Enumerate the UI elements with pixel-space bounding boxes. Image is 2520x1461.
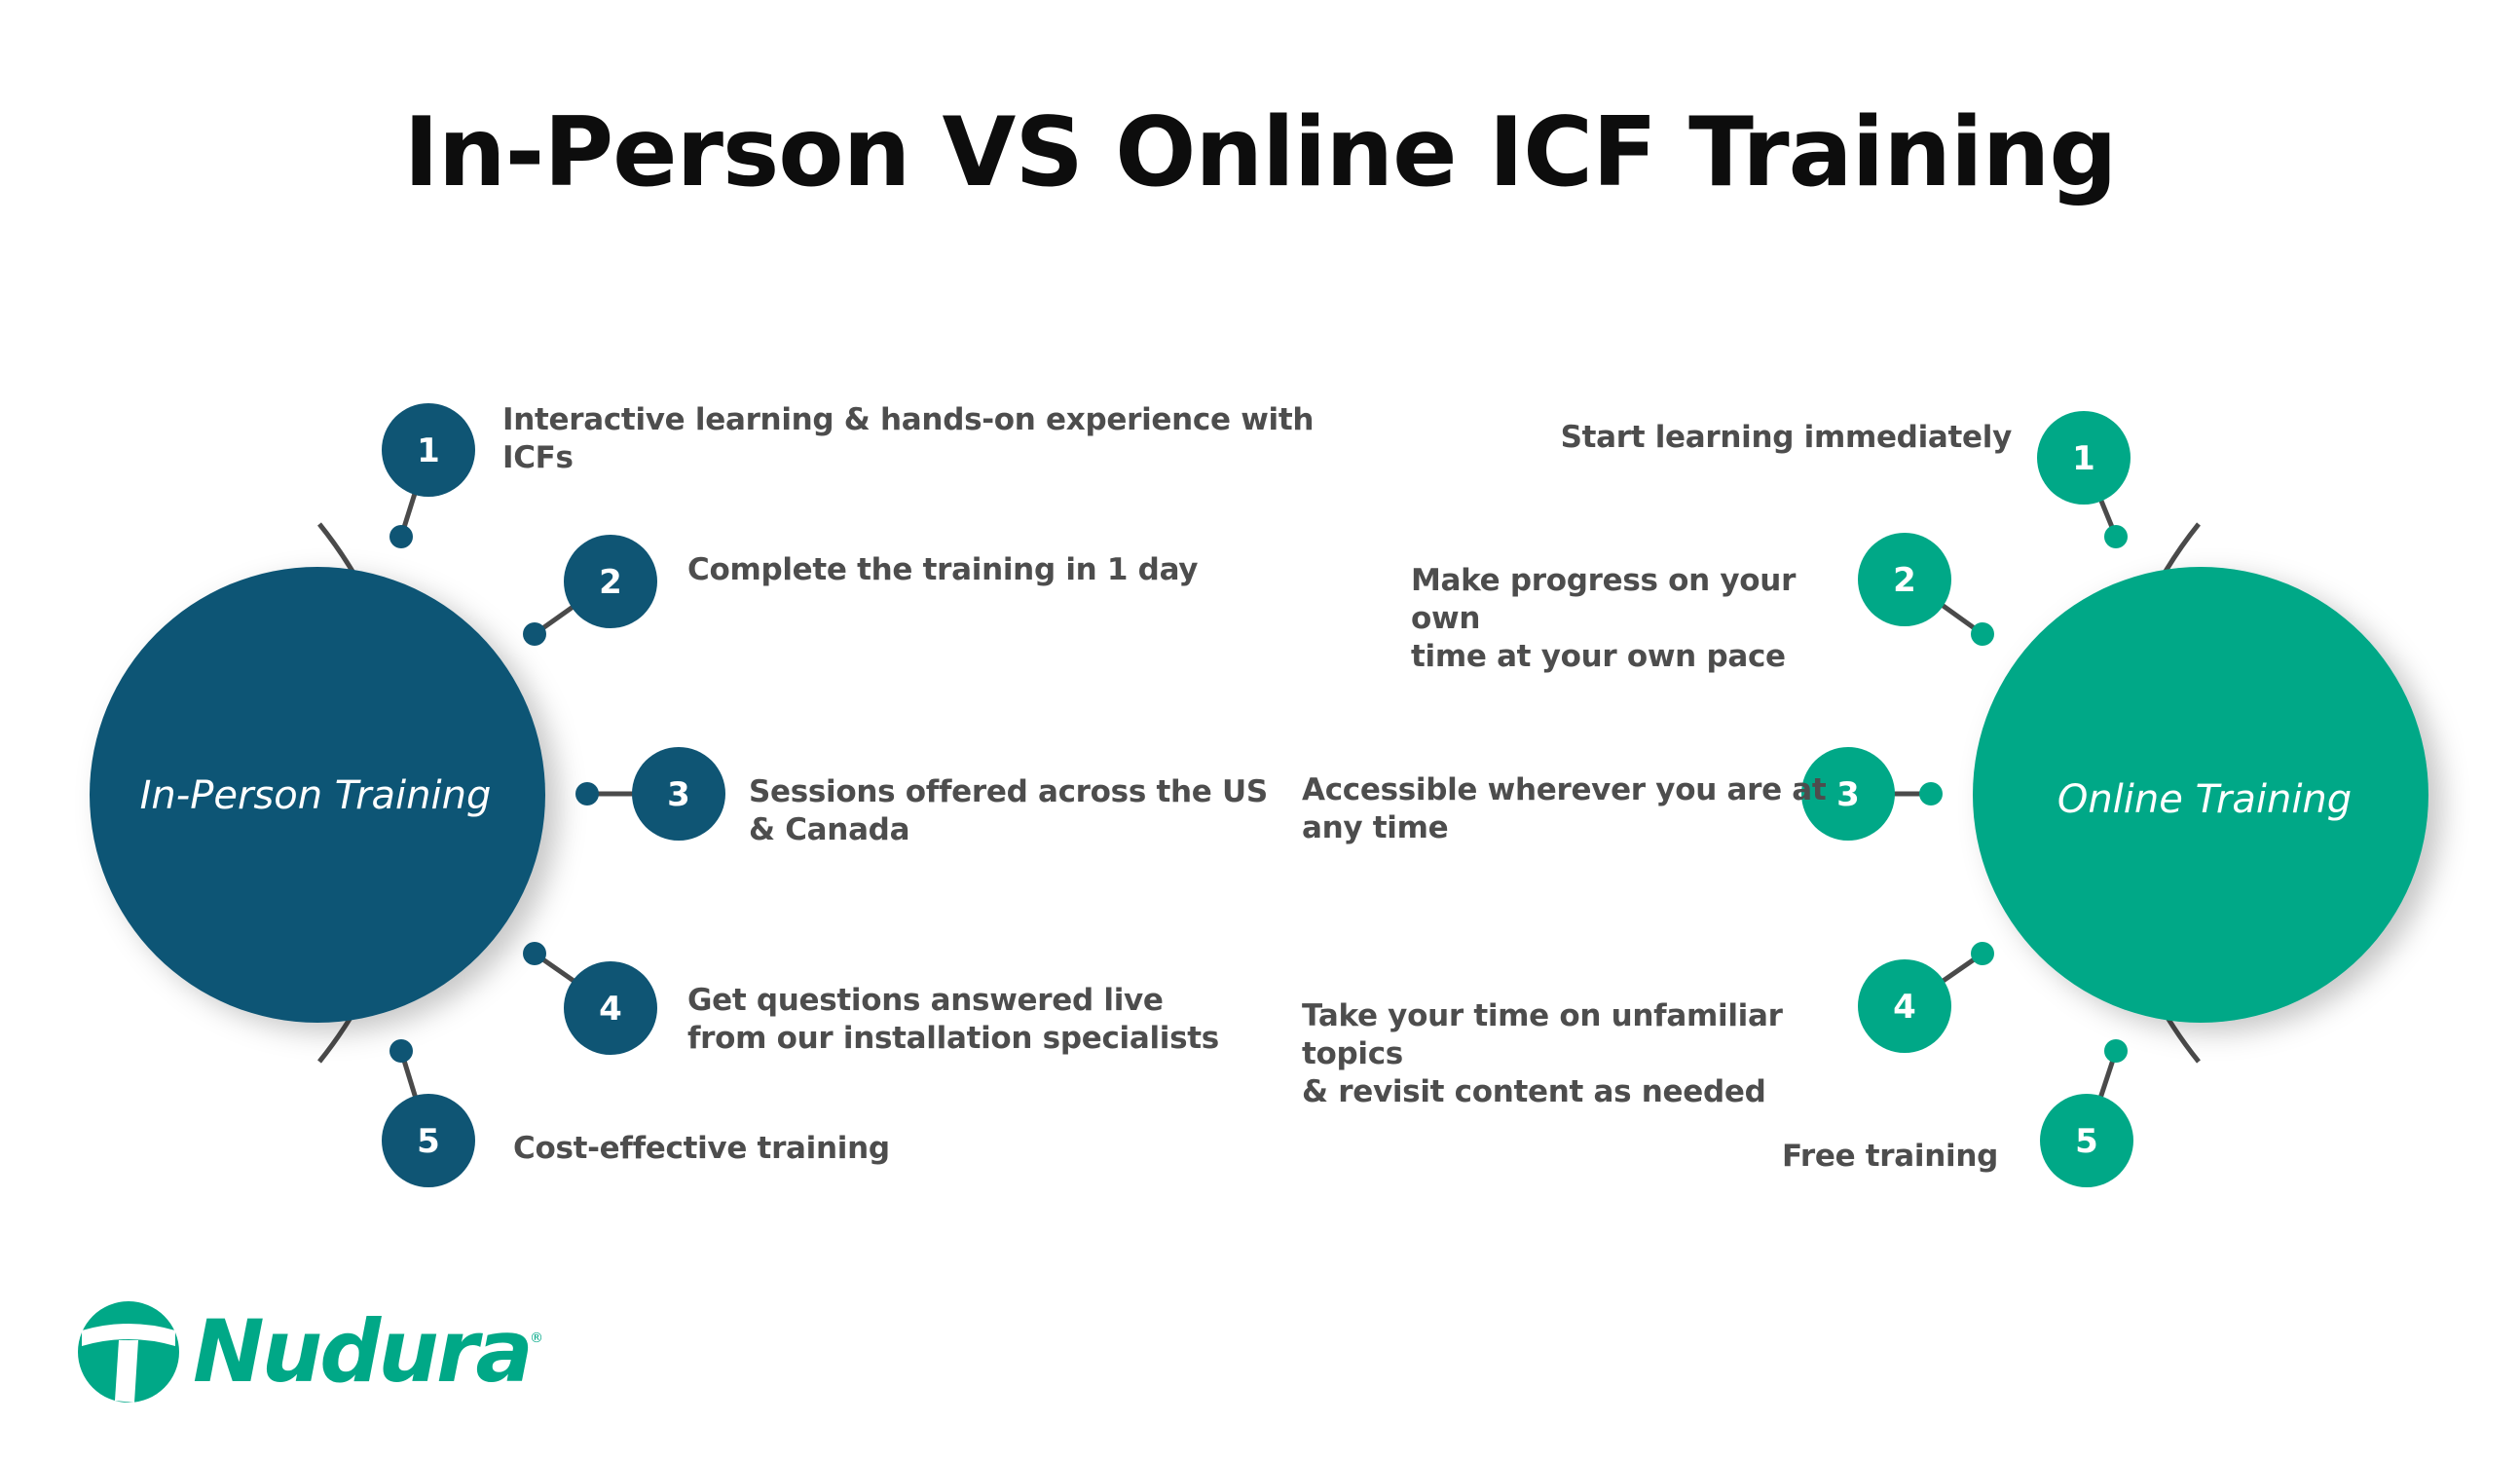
svg-text:4: 4 [599,990,622,1029]
in-person-group: In-Person Training 1 2 3 4 5 [90,403,725,1187]
svg-text:3: 3 [667,775,690,814]
online-badge-4: 4 [1858,959,1951,1053]
in-person-badge-5: 5 [382,1094,475,1187]
online-group: Online Training 1 2 3 4 5 [1801,411,2428,1187]
in-person-badge-4: 4 [564,961,657,1055]
svg-text:5: 5 [2075,1122,2098,1161]
online-item-4-text: Take your time on unfamiliar topics & re… [1302,998,1783,1109]
online-junction-dots [1919,525,2128,1063]
online-item-3-text: Accessible wherever you are at any time [1302,772,1827,845]
nudura-logo-text: Nudura [193,1301,534,1402]
svg-text:3: 3 [1836,775,1860,814]
in-person-badge-3: 3 [632,747,725,841]
online-main-circle [1973,567,2428,1023]
in-person-item-3-text: Sessions offered across the US & Canada [749,774,1268,847]
svg-text:2: 2 [599,563,622,602]
in-person-junction-dots [389,525,599,1063]
nudura-logo: Nudura ® [74,1301,580,1418]
in-person-badge-2: 2 [564,535,657,628]
in-person-item-2-text: Complete the training in 1 day [687,552,1199,587]
nudura-registered-mark: ® [530,1330,543,1346]
svg-text:4: 4 [1893,988,1916,1027]
online-item-5-text: Free training [1781,1139,1998,1174]
in-person-label: In-Person Training [140,773,492,818]
online-item-2-text: Make progress on your own time at your o… [1411,563,1797,674]
svg-text:5: 5 [417,1122,440,1161]
in-person-item-4-text: Get questions answered live from our ins… [687,983,1219,1056]
in-person-badge-1: 1 [382,403,475,497]
page-title: In-Person VS Online ICF Training [403,97,2117,208]
nudura-logo-mark-icon [78,1301,179,1403]
in-person-main-circle [90,567,545,1023]
svg-text:2: 2 [1893,561,1916,600]
svg-text:1: 1 [2072,439,2095,478]
online-label: Online Training [2057,777,2352,822]
online-badge-1: 1 [2037,411,2131,505]
online-item-1-text: Start learning immediately [1560,420,2013,455]
online-badge-2: 2 [1858,533,1951,626]
in-person-item-5-text: Cost-effective training [513,1131,890,1166]
online-badge-5: 5 [2040,1094,2133,1187]
in-person-item-1-text: Interactive learning & hands-on experien… [502,402,1315,475]
online-badge-3: 3 [1801,747,1895,841]
svg-text:1: 1 [417,431,440,470]
